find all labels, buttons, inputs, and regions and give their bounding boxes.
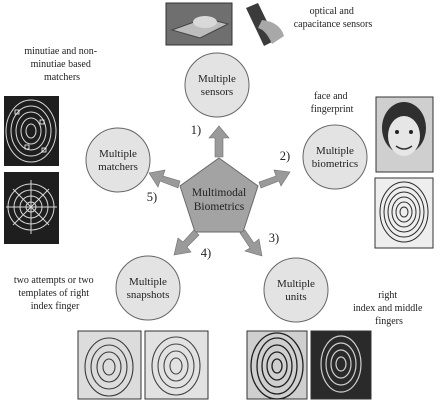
node-snapshots-line2: snapshots (127, 289, 170, 301)
node-biometrics-circle (302, 124, 368, 190)
node-sensors: Multiple sensors (184, 52, 250, 118)
center-pentagon (179, 157, 259, 233)
node-units-line1: Multiple (277, 278, 315, 290)
node-matchers-circle (85, 127, 151, 193)
arrow-to-matchers (148, 169, 181, 189)
node-units-circle (263, 257, 329, 323)
center-label-line1: Multimodal (192, 187, 246, 199)
node-matchers-line1: Multiple (99, 148, 137, 160)
caption-snapshots: two attempts or two templates of right i… (14, 275, 96, 312)
fingerprint-whorl-image (374, 177, 434, 249)
center-label-line2: Biometrics (194, 201, 245, 213)
node-sensors-line2: sensors (201, 86, 233, 98)
arrow-to-snapshots (173, 229, 200, 256)
node-biometrics: Multiple biometrics (302, 124, 368, 190)
node-matchers-line2: matchers (98, 161, 138, 173)
arrow-to-units (239, 229, 263, 257)
index-finger-print (246, 330, 308, 400)
non-minutiae-fingerprint-image (4, 172, 59, 244)
node-matchers: Multiple matchers (85, 127, 151, 193)
node-snapshots: Multiple snapshots (115, 255, 181, 321)
optical-sensor-photo (165, 2, 233, 46)
minutiae-fingerprint-image (4, 96, 59, 166)
node-sensors-line1: Multiple (198, 73, 236, 85)
node-biometrics-number: 2) (280, 149, 290, 163)
snapshot-fingerprint-1 (77, 330, 142, 400)
node-units-number: 3) (269, 231, 279, 245)
node-matchers-number: 5) (147, 190, 157, 204)
middle-finger-print (310, 330, 372, 400)
caption-matchers: minutiae and non- minutiae based matcher… (24, 46, 99, 83)
node-snapshots-line1: Multiple (129, 276, 167, 288)
node-biometrics-line2: biometrics (312, 158, 358, 170)
face-photo (375, 96, 434, 173)
node-units: Multiple units (263, 257, 329, 323)
capacitance-sensor-photo (236, 3, 288, 49)
caption-units: right index and middle fingers (353, 290, 425, 327)
node-snapshots-circle (115, 255, 181, 321)
caption-biometrics: face and fingerprint (311, 91, 354, 115)
arrow-to-biometrics (258, 169, 291, 189)
node-units-line2: units (285, 291, 306, 303)
caption-sensors: optical and capacitance sensors (294, 6, 373, 30)
arrow-to-sensors (208, 125, 230, 158)
node-snapshots-number: 4) (201, 246, 211, 260)
node-sensors-circle (184, 52, 250, 118)
snapshot-fingerprint-2 (144, 330, 209, 400)
node-biometrics-line1: Multiple (316, 145, 354, 157)
node-sensors-number: 1) (191, 123, 201, 137)
